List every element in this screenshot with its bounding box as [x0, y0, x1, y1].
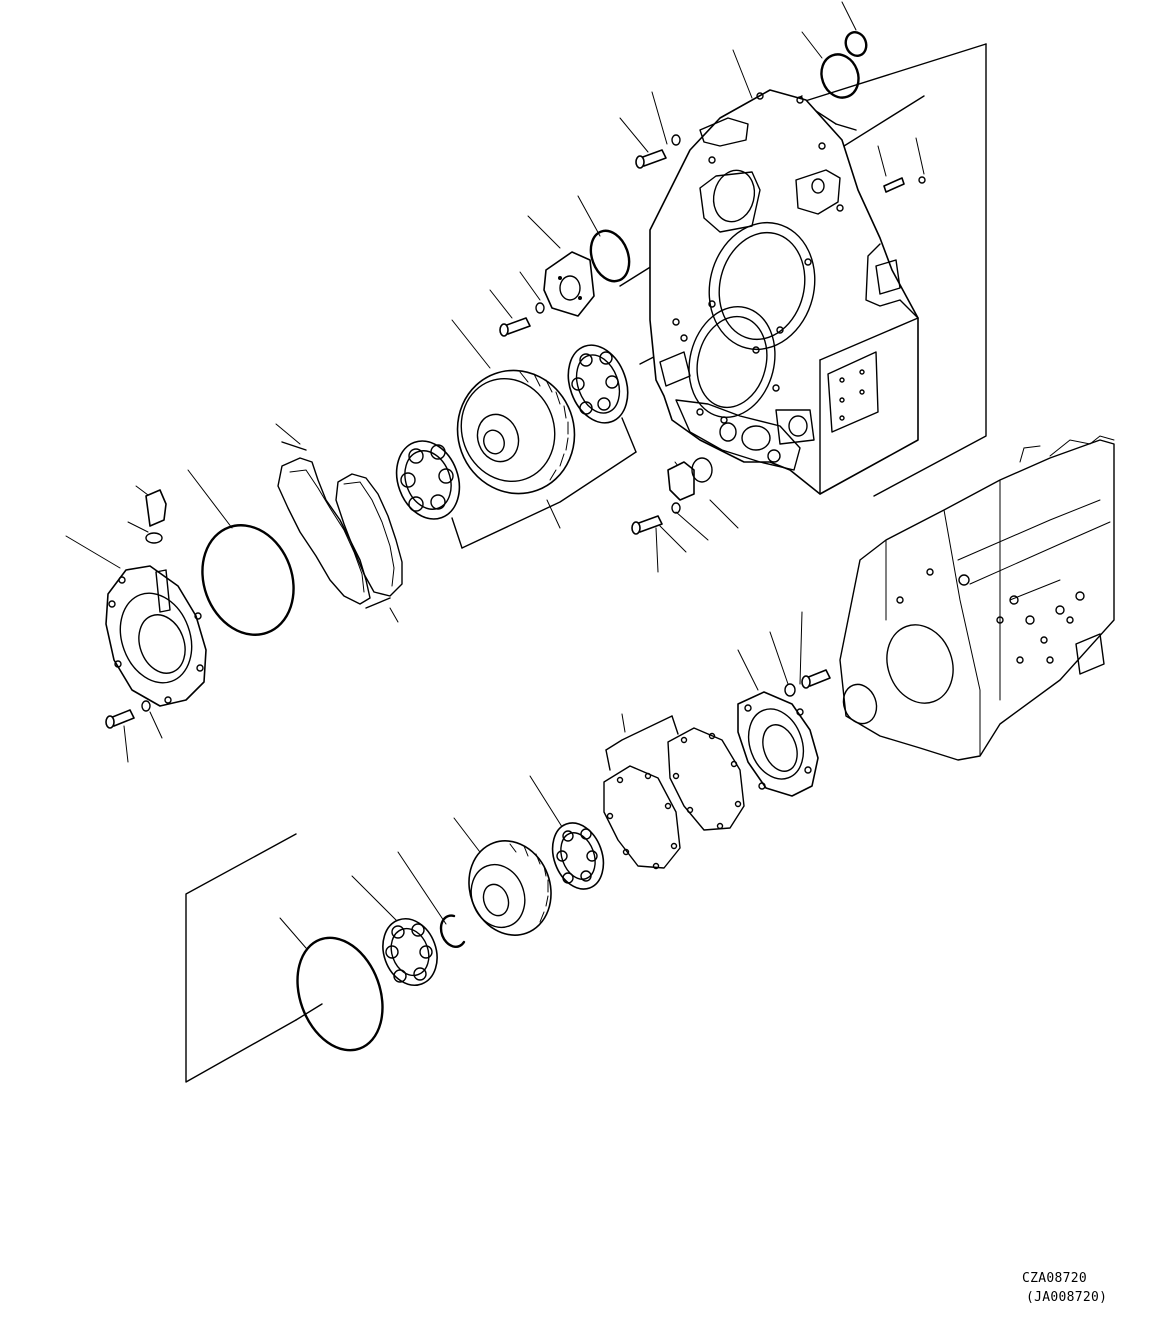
- drawing-alt-code: (JA008720): [1026, 1290, 1108, 1305]
- upper-small-parts: [499, 31, 926, 535]
- upper-left-cover-group: [105, 457, 403, 729]
- upper-gear-assembly: [395, 344, 629, 520]
- assembly-brackets: [185, 43, 987, 1083]
- engine-block: [839, 435, 1115, 761]
- lower-gear-assembly: [296, 669, 831, 1052]
- transmission-housing: [649, 89, 919, 495]
- drawing-code: CZA08720: [1022, 1271, 1088, 1286]
